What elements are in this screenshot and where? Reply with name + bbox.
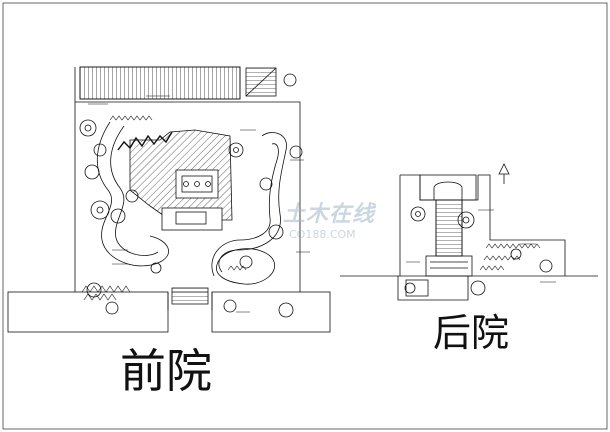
- back-yard-plan: [340, 163, 598, 301]
- front-yard-caption: 前院: [120, 344, 212, 398]
- watermark: 土木在线 CO188.COM: [283, 196, 375, 241]
- watermark-domain: CO188.COM: [289, 228, 356, 241]
- fountain: [216, 248, 275, 285]
- front-yard-plan: [7, 66, 331, 333]
- north-arrow-icon: [498, 163, 510, 184]
- gate-steps: [171, 287, 209, 305]
- back-yard-caption: 后院: [433, 311, 510, 355]
- back-stairs: [435, 199, 463, 257]
- pergola: [79, 66, 241, 100]
- watermark-brand: 土木在线: [283, 202, 376, 227]
